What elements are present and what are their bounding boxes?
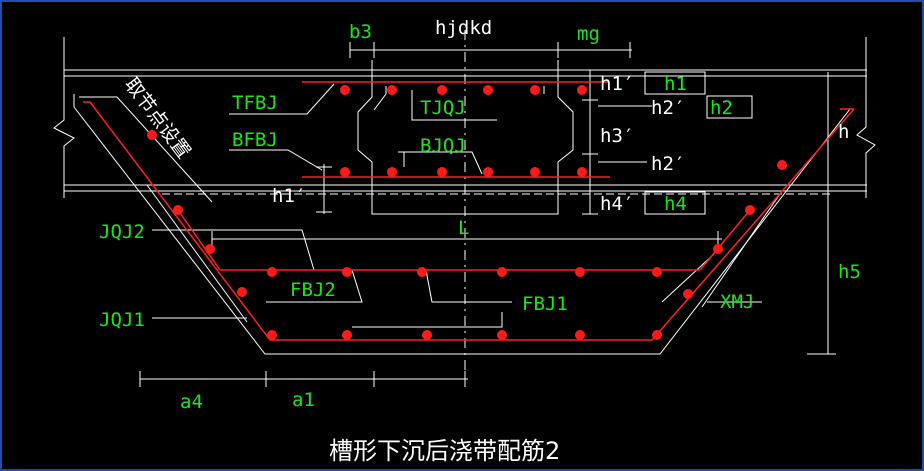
label-a4: a4 [180, 391, 203, 413]
label-h1-prime-top: h1′ [600, 73, 634, 95]
label-h1-prime-left: h1′ [272, 185, 306, 207]
label-hjdkd: hjdkd [435, 17, 492, 39]
label-fbj1: FBJ1 [522, 293, 568, 315]
label-bfbj: BFBJ [232, 129, 278, 151]
rebar-lines [83, 81, 855, 341]
label-bjqj: BJQJ [420, 135, 466, 157]
label-jqj2: JQJ2 [99, 221, 145, 243]
label-xmj: XMJ [720, 291, 754, 313]
label-h5: h5 [838, 261, 861, 283]
rebar-dots [147, 85, 787, 340]
label-node-setting[interactable]: 取节点设置 [120, 74, 195, 163]
label-tfbj: TFBJ [232, 92, 278, 114]
label-h4-prime: h4′ [600, 193, 634, 215]
drawing-title: 槽形下沉后浇带配筋2 [329, 437, 560, 465]
label-fbj2: FBJ2 [290, 279, 336, 301]
label-boxes [644, 71, 753, 215]
label-b3: b3 [349, 21, 372, 43]
label-jqj1: JQJ1 [99, 309, 145, 331]
label-h1-box: h1 [664, 73, 687, 95]
label-h4-box: h4 [664, 193, 687, 215]
label-h: h [838, 121, 849, 143]
label-a1: a1 [292, 389, 315, 411]
label-h3-prime: h3′ [600, 125, 634, 147]
label-h2-box: h2 [710, 97, 733, 119]
label-l: L [458, 217, 469, 239]
label-mg: mg [577, 23, 600, 45]
label-h2-prime-bottom: h2′ [651, 153, 685, 175]
label-h2-prime-top: h2′ [651, 97, 685, 119]
label-tjqj: TJQJ [420, 97, 466, 119]
leader-lines [79, 83, 762, 328]
